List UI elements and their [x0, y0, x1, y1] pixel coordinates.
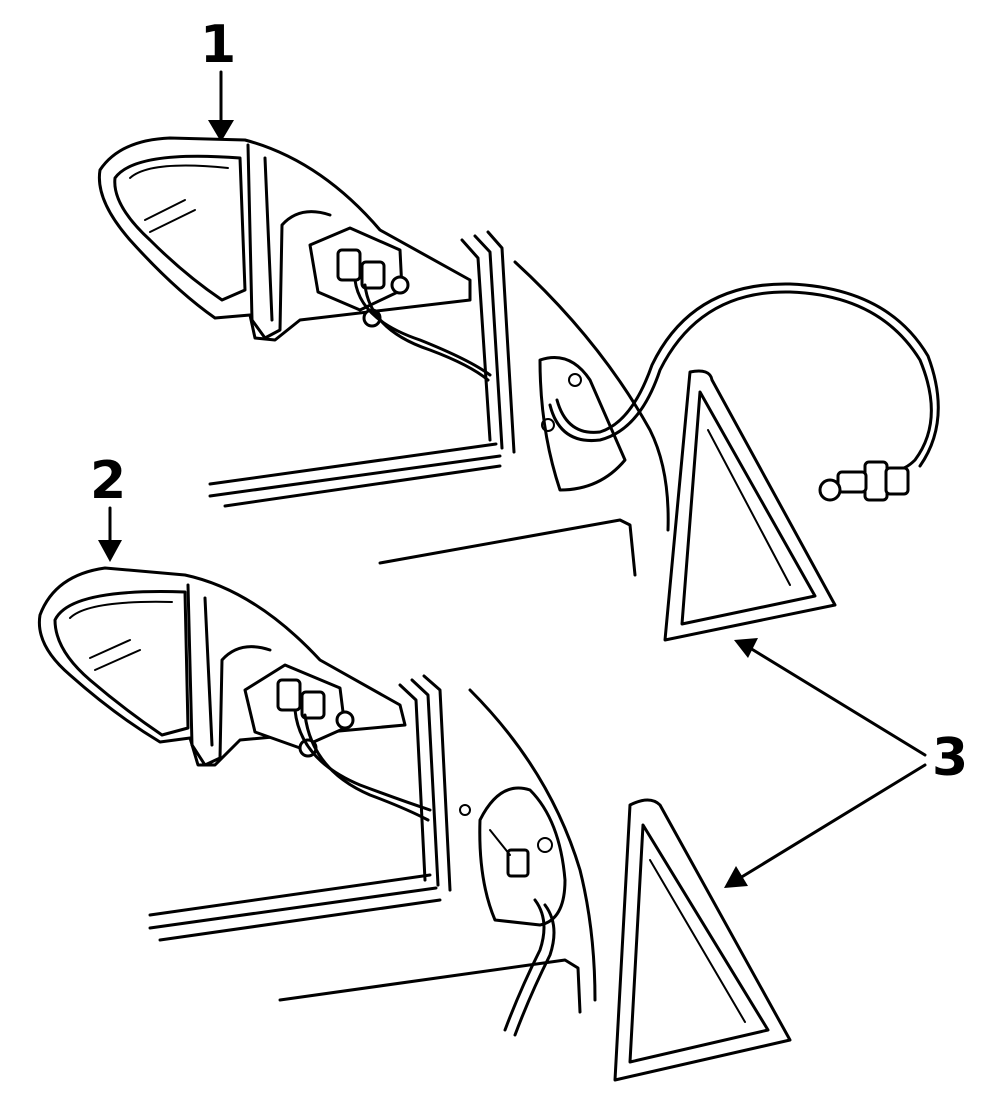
mirror-assembly-lower [37, 566, 432, 822]
mirror-assembly-upper [97, 136, 492, 382]
mirror-mount-edge-upper [263, 156, 274, 322]
connector-upper-b [360, 260, 386, 290]
door-belt-lower-2 [148, 886, 438, 930]
door-frame-upper-1 [460, 238, 492, 442]
cable-plug-upper-body [863, 460, 889, 502]
mirror-glass-edge-lower [69, 600, 173, 619]
window-glass-upper-outer [663, 369, 837, 642]
stud-lower-a [335, 710, 355, 730]
mirror-wire-lower [293, 708, 432, 812]
door-frame-upper-2 [473, 234, 504, 450]
callout-2-label: 2 [90, 451, 126, 511]
glass-reflection-lower-1 [89, 639, 131, 659]
a-pillar-lower [468, 688, 597, 1002]
door-upper [208, 230, 670, 577]
door-body-line-upper [378, 518, 637, 577]
cable-plug-upper-socket [836, 470, 868, 494]
door-frame-lower-2 [410, 678, 440, 887]
mirror-glass-lower [53, 590, 190, 737]
mirror-mount-edge-lower [203, 596, 214, 747]
door-frame-upper-3 [486, 230, 516, 454]
sail-wire-lower [489, 829, 511, 856]
mirror-wire-lower-2 [303, 713, 430, 822]
sail-hole-lower-1 [537, 837, 553, 853]
door-frame-lower-3 [422, 674, 452, 892]
door-belt-lower-3 [158, 898, 442, 942]
cable-lower-2 [513, 903, 556, 1037]
cable-plug-upper-tip [884, 466, 910, 496]
sail-hole-upper-2 [541, 418, 555, 432]
window-glass-lower-shade [649, 859, 746, 1023]
callout-3-leader-a [748, 646, 927, 757]
sail-connector-lower [506, 848, 530, 878]
connector-lower-a [276, 678, 302, 712]
stud-upper-a [390, 275, 410, 295]
door-belt-upper-2 [208, 454, 502, 498]
cable-lower [503, 898, 546, 1032]
callout-3-arrowhead-a [734, 638, 758, 658]
callout-1-label: 1 [200, 15, 236, 75]
mirror-wire-upper-2 [363, 283, 490, 382]
window-glass-upper-shade [707, 429, 791, 586]
a-pillar-upper [513, 260, 670, 532]
window-glass-lower-outer [613, 798, 792, 1082]
mirror-mount-lower [186, 583, 272, 767]
sail-hole-upper-1 [568, 373, 582, 387]
door-belt-upper-3 [223, 464, 502, 508]
window-glass-lower [613, 798, 792, 1082]
window-glass-lower-inner [628, 823, 770, 1064]
glass-reflection-upper-2 [149, 209, 196, 233]
door-belt-upper-1 [208, 442, 498, 486]
cable-plug-upper-end [818, 478, 842, 502]
door-lower [148, 674, 597, 1037]
cable-upper-wire [548, 290, 933, 472]
callout-3: 3 [724, 638, 968, 888]
callout-3-arrowhead-b [724, 866, 748, 888]
callout-3-label: 3 [932, 728, 968, 788]
connector-lower-b [300, 690, 326, 720]
cable-upper [548, 282, 940, 502]
window-glass-upper-inner [680, 390, 817, 626]
door-frame-lower-1 [398, 683, 427, 882]
door-sail-panel-upper [538, 356, 627, 492]
mirror-glass-upper [113, 154, 247, 302]
callout-1-arrowhead [208, 120, 234, 142]
connector-upper-a [336, 248, 362, 282]
callout-1: 1 [200, 15, 236, 142]
glass-reflection-upper-1 [144, 199, 186, 221]
door-body-line-lower [278, 958, 582, 1014]
sail-hole-lower-2 [459, 804, 471, 816]
mirror-glass-edge-upper [129, 164, 229, 179]
callout-2: 2 [90, 451, 126, 562]
callout-2-arrowhead [98, 540, 122, 562]
callout-3-leader-b [738, 763, 927, 880]
cable-upper-wire-2 [555, 282, 940, 468]
door-belt-lower-1 [148, 873, 432, 917]
glass-reflection-lower-2 [94, 649, 141, 671]
mirror-mount-upper [246, 143, 332, 340]
window-glass-upper [663, 369, 837, 642]
mirror-wire-upper [353, 278, 492, 377]
